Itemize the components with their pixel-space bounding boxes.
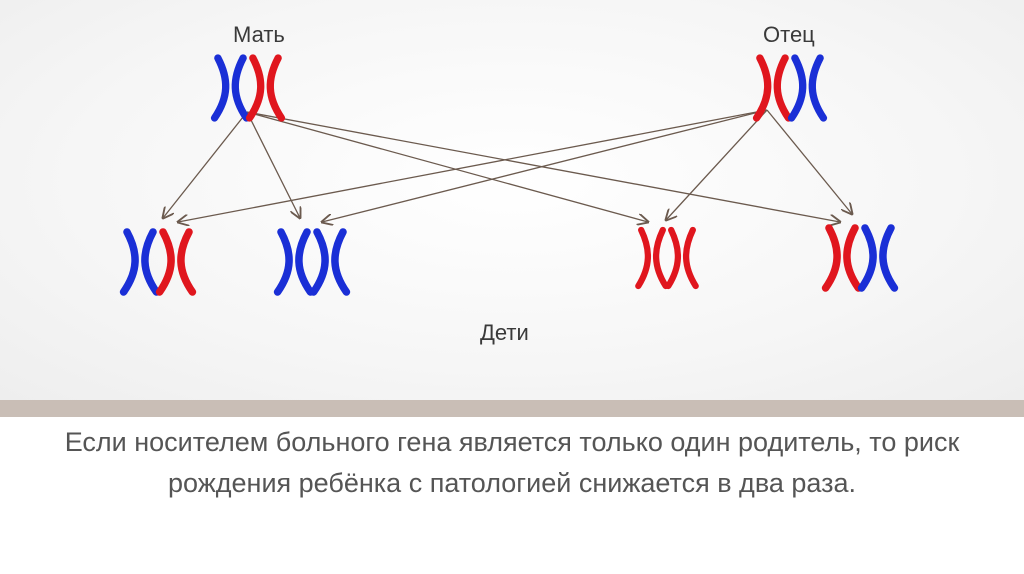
diagram-area: Мать Отец Дети (0, 0, 1024, 400)
children-label: Дети (480, 320, 529, 345)
child-1-healthy-chromosome-1 (119, 228, 161, 296)
child-2-healthy-chromosome-2 (309, 228, 351, 296)
child-3-chromosome-pair (635, 226, 699, 290)
mother-chromosome-pair (210, 54, 286, 122)
arrow-mother-to-child-2 (246, 111, 300, 218)
caption-text: Если носителем больного гена является то… (64, 427, 960, 498)
child-1-chromosome-pair (119, 228, 197, 296)
child-4-healthy-chromosome-2 (857, 224, 899, 292)
mother-healthy-chromosome-1 (210, 54, 251, 122)
child-2-healthy-chromosome-1 (273, 228, 315, 296)
child-4-affected-chromosome-1 (821, 224, 863, 292)
inheritance-diagram (119, 54, 899, 296)
arrow-mother-to-child-4 (246, 111, 840, 222)
child-4-chromosome-pair (821, 224, 899, 292)
father-chromosome-pair (752, 54, 828, 122)
arrow-mother-to-child-1 (163, 111, 248, 218)
child-3-affected-chromosome-2 (665, 226, 699, 290)
father-label: Отец (763, 22, 815, 47)
mother-label: Мать (233, 22, 285, 47)
arrow-father-to-child-1 (178, 109, 768, 222)
divider-bar (0, 400, 1024, 417)
father-affected-chromosome-1 (752, 54, 793, 122)
arrow-father-to-child-4 (766, 109, 852, 214)
arrow-father-to-child-3 (666, 109, 768, 220)
arrow-father-to-child-2 (322, 109, 768, 222)
mother-affected-chromosome-2 (245, 54, 286, 122)
child-2-chromosome-pair (273, 228, 351, 296)
child-3-affected-chromosome-1 (635, 226, 669, 290)
father-healthy-chromosome-2 (787, 54, 828, 122)
arrow-mother-to-child-3 (246, 111, 648, 222)
child-1-affected-chromosome-2 (155, 228, 197, 296)
